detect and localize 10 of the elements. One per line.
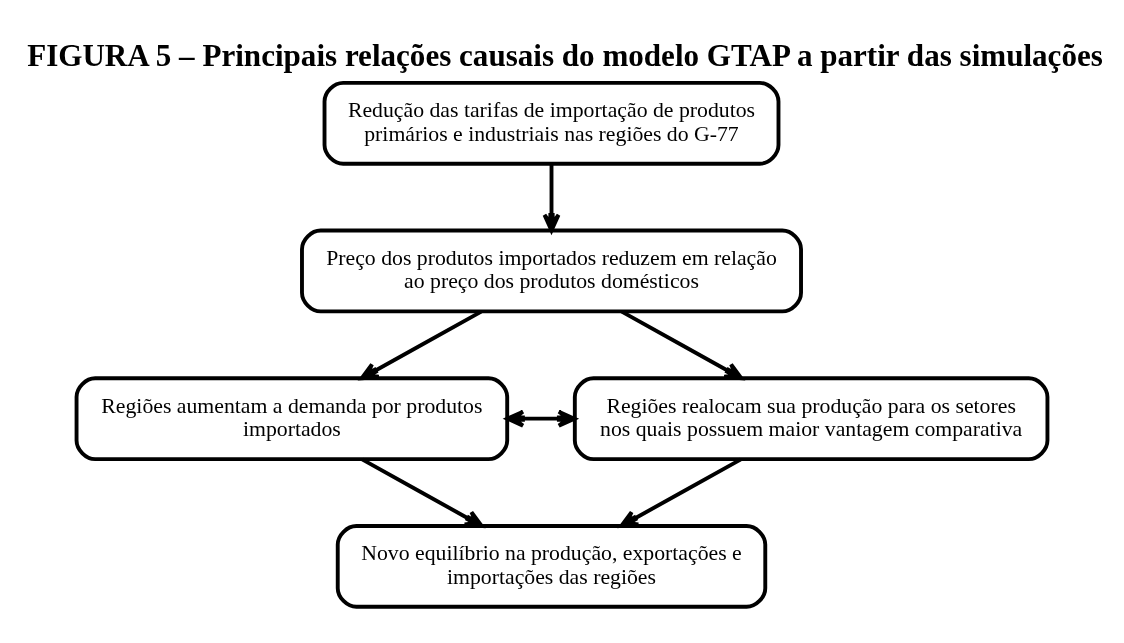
- diagram-title: FIGURA 5 – Principais relações causais do modelo GTAP a partir das simulações: [27, 37, 1103, 73]
- arrow: [542, 164, 561, 233]
- arrow: [619, 457, 742, 528]
- node-box: Redução das tarifas de importação de produtos primários e industriais nas regiões do G-77: [322, 80, 781, 166]
- node-box: Novo equilíbrio na produção, exportações e importações das regiões: [335, 524, 768, 609]
- node-box: Regiões realocam sua produção para os setores nos quais possuem maior vantagem comparativa: [572, 376, 1050, 462]
- node-box: Preço dos produtos importados reduzem em relação ao preço dos produtos domésticos: [300, 228, 803, 314]
- arrow: [361, 457, 484, 528]
- arrow: [505, 409, 577, 428]
- node-box: Regiões aumentam a demanda por produtos importados: [74, 376, 510, 462]
